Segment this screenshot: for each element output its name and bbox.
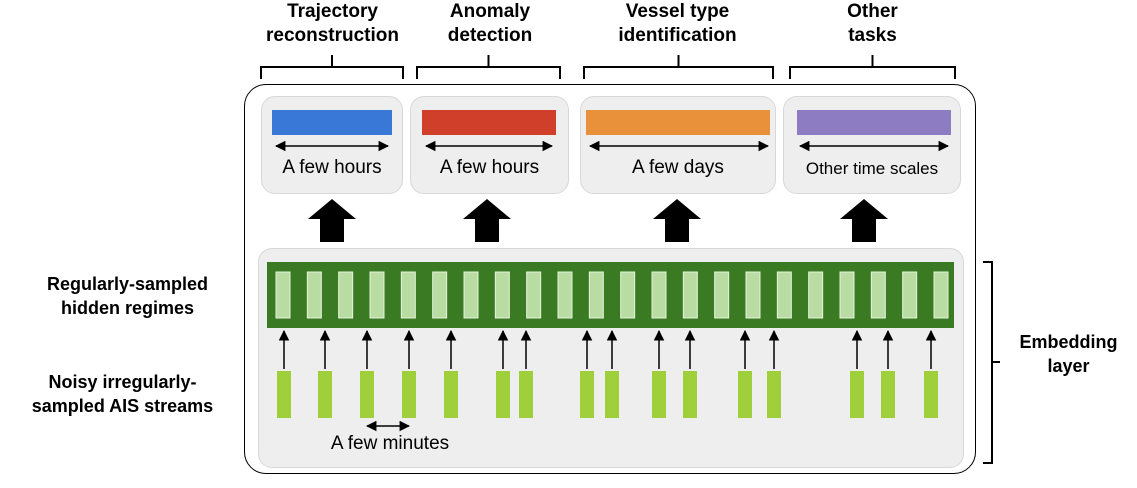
scale-label-other: Other time scales bbox=[805, 159, 939, 178]
task-title-trajectory-reconstruction: Trajectory reconstruction bbox=[265, 1, 400, 46]
embedding-bracket bbox=[983, 261, 1000, 464]
label-hidden-regimes: Regularly-sampled hidden regimes bbox=[46, 274, 209, 318]
block-arrow-up-0 bbox=[308, 199, 356, 242]
task-bar-vessel-type bbox=[586, 110, 770, 135]
regime-cell bbox=[714, 271, 730, 319]
regime-cell bbox=[463, 271, 479, 319]
task-title-anomaly-detection: Anomaly detection bbox=[447, 1, 533, 46]
scale-label-vessel-type: A few days bbox=[632, 157, 724, 178]
regime-cell bbox=[902, 271, 918, 319]
regime-cell bbox=[870, 271, 886, 319]
regime-cell bbox=[275, 271, 291, 319]
ais-sample bbox=[277, 371, 291, 418]
few-minutes-label: A few minutes bbox=[330, 433, 450, 454]
regime-cell bbox=[306, 271, 322, 319]
block-arrow-up-2 bbox=[653, 199, 701, 242]
regime-cell bbox=[620, 271, 636, 319]
task-bar-trajectory bbox=[272, 110, 392, 135]
ais-sample bbox=[924, 371, 938, 418]
label-ais-streams: Noisy irregularly- sampled AIS streams bbox=[31, 372, 214, 416]
task-bracket-1 bbox=[416, 55, 561, 79]
task-bar-anomaly bbox=[422, 110, 556, 135]
block-arrow-up-3 bbox=[840, 199, 888, 242]
ais-sample bbox=[605, 371, 619, 418]
regime-cell bbox=[400, 271, 416, 319]
ais-sample bbox=[738, 371, 752, 418]
regime-cell bbox=[933, 271, 949, 319]
regime-cell bbox=[557, 271, 573, 319]
task-bracket-3 bbox=[789, 55, 956, 79]
regime-cell bbox=[369, 271, 385, 319]
regime-cell bbox=[526, 271, 542, 319]
ais-sample bbox=[402, 371, 416, 418]
label-embedding-layer: Embedding layer bbox=[1019, 332, 1118, 376]
ais-sample bbox=[881, 371, 895, 418]
ais-sample bbox=[683, 371, 697, 418]
regime-cell bbox=[494, 271, 510, 319]
task-bracket-0 bbox=[260, 55, 404, 79]
regime-cell bbox=[808, 271, 824, 319]
regime-cell bbox=[682, 271, 698, 319]
regime-cell bbox=[651, 271, 667, 319]
task-title-other-tasks: Other tasks bbox=[847, 1, 898, 46]
ais-sample bbox=[767, 371, 781, 418]
scale-label-trajectory: A few hours bbox=[282, 157, 382, 178]
scale-label-anomaly: A few hours bbox=[439, 157, 540, 178]
ais-sample bbox=[318, 371, 332, 418]
regime-cell bbox=[432, 271, 448, 319]
ais-sample bbox=[519, 371, 533, 418]
regime-cell bbox=[338, 271, 354, 319]
ais-sample bbox=[496, 371, 510, 418]
ais-sample bbox=[360, 371, 374, 418]
task-bar-other bbox=[797, 110, 951, 135]
ais-sample bbox=[580, 371, 594, 418]
block-arrow-up-1 bbox=[463, 199, 511, 242]
regime-cell bbox=[776, 271, 792, 319]
ais-sample bbox=[850, 371, 864, 418]
task-bracket-2 bbox=[583, 55, 774, 79]
regime-cell bbox=[588, 271, 604, 319]
ais-sample bbox=[652, 371, 666, 418]
ais-sample bbox=[444, 371, 458, 418]
task-title-vessel-type-identification: Vessel type identification bbox=[618, 1, 737, 46]
regime-cell bbox=[745, 271, 761, 319]
regime-cell bbox=[839, 271, 855, 319]
